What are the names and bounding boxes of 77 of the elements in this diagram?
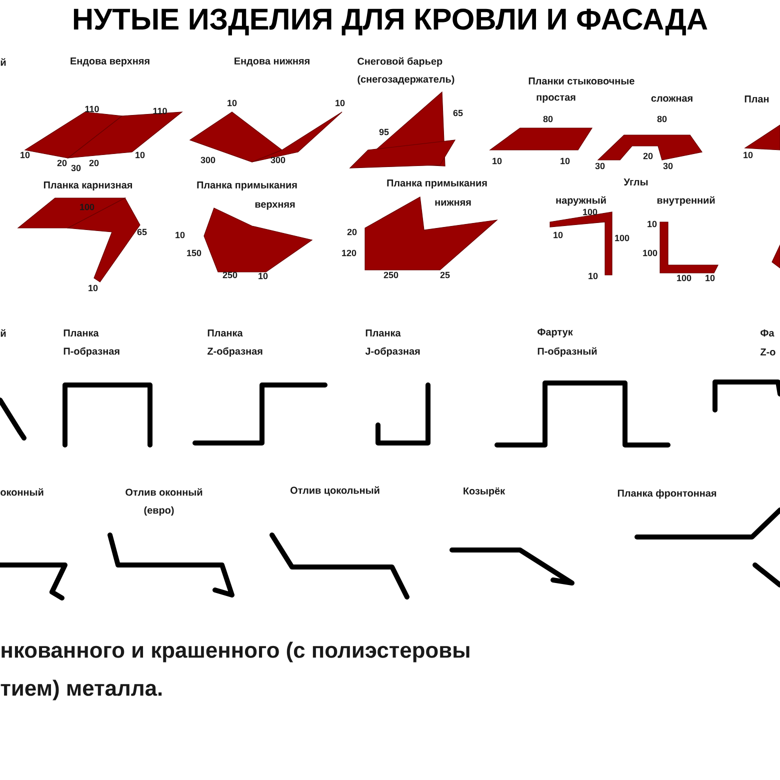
dimension-label: 100 [583,208,598,216]
product-name: Снеговой барьер [358,57,442,67]
dimension-label: 10 [20,152,30,158]
dimension-label: 10 [336,100,345,106]
dimension-label: 80 [657,116,667,122]
dimension-label: 30 [71,164,81,172]
dimension-label: 100 [643,250,658,256]
dimension-label: 10 [492,158,502,164]
dimension-label: 10 [588,272,598,280]
dimension-label: 10 [706,274,715,282]
product-name: Планка карнизная [44,182,132,190]
dimension-label: 95 [379,128,389,136]
product-name: Отлив оконный [126,488,202,496]
dimension-label: 150 [187,250,202,256]
product-name: простая [536,95,576,103]
dimension-label: 30 [663,162,673,170]
product-name: Планка [208,330,243,336]
product-name: П-образная [64,347,120,357]
dimension-label: 10 [648,220,657,228]
dimension-label: 65 [453,110,463,116]
product-name: Планка примыкания [197,182,297,190]
dimension-label: 65 [137,228,147,236]
dimension-label: 10 [88,284,98,292]
dimension-label: 25 [440,272,450,278]
note-text: тием) металла. [0,680,162,700]
title: НУТЫЕ ИЗДЕЛИЯ ДЛЯ КРОВЛИ И ФАСАДА [74,8,708,36]
dimension-label: 10 [554,232,563,238]
dimension-label: 10 [744,152,753,158]
product-name: верхняя [255,202,295,210]
dimension-label: 300 [200,156,216,164]
product-name: Углы [624,178,648,186]
product-name: Фа [760,330,774,336]
product-name: й [0,329,6,337]
product-name: (евро) [144,506,174,516]
dimension-label: 250 [384,272,398,278]
dimension-label: 100 [80,204,94,210]
product-name: нижняя [435,200,471,206]
product-name: Z-образная [208,347,262,357]
dimension-label: 300 [270,156,286,164]
product-name: Фартук [538,328,573,338]
product-name: й [0,58,6,66]
dimension-label: 20 [347,228,357,236]
dimension-label: 20 [643,152,653,160]
note-text: нкованного и крашенного (с полиэстеровы [2,642,470,662]
dimension-label: 250 [222,272,238,278]
product-name: наружный [556,196,606,206]
dimension-label: 10 [136,152,145,158]
dimension-label: 100 [615,234,630,242]
dimension-label: 10 [258,272,268,280]
dimension-label: 110 [153,108,167,114]
product-name: Отлив цокольный [290,486,380,496]
dimension-label: 10 [560,158,570,164]
product-name: П-образный [538,347,597,357]
product-name: сложная [651,96,692,102]
dimension-label: 80 [543,116,553,122]
product-name: Ендова нижняя [234,58,310,66]
dimension-label: 110 [85,106,99,112]
product-name: (снегозадержатель) [358,75,454,85]
product-name: Планка [64,330,99,336]
dimension-label: 120 [342,250,356,256]
product-name: Планки стыковочные [528,78,634,84]
product-name: внутренний [657,196,715,206]
product-name: План [744,96,769,102]
product-name: Ендова верхняя [70,58,150,66]
dimension-label: 20 [89,160,99,166]
dimension-label: 100 [677,274,692,282]
product-name: Планка фронтонная [618,489,716,499]
product-name: Козырёк [464,488,506,496]
dimension-label: 10 [176,232,185,238]
product-name: J-образная [365,347,420,357]
dimension-label: 30 [595,162,605,170]
product-name: оконный [0,488,44,496]
dimension-label: 20 [57,160,67,166]
product-name: Z-о [760,348,776,356]
product-name: Планка [366,330,401,336]
dimension-label: 10 [228,100,237,106]
product-name: Планка примыкания [387,180,487,188]
